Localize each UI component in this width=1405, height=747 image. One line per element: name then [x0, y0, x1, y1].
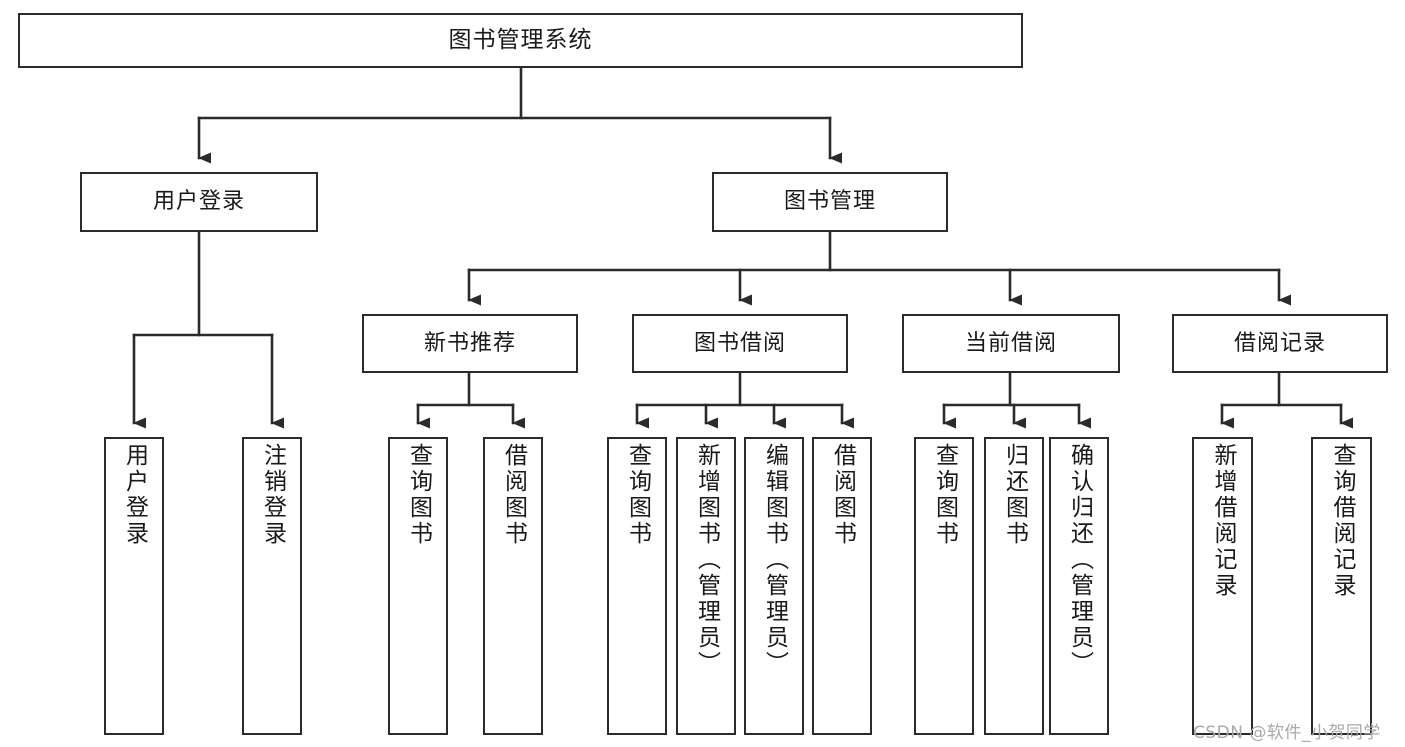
node-user-login[interactable]: 用户登录 [80, 172, 318, 232]
node-label: 用户登录 [121, 443, 148, 547]
node-label: 归还图书 [1001, 443, 1028, 547]
node-label: 借阅图书 [500, 443, 527, 547]
node-label: 新书推荐 [423, 330, 516, 356]
leaf-query-borrow-record[interactable]: 查询借阅记录 [1311, 437, 1372, 735]
node-label: 注销登录 [259, 443, 286, 547]
node-label: 用户登录 [152, 189, 245, 215]
node-label: 图书管理系统 [448, 26, 593, 53]
node-label: 新增借阅记录 [1210, 443, 1236, 599]
node-label: 图书借阅 [693, 330, 786, 356]
node-label: 查询图书 [931, 443, 958, 547]
leaf-query-book-current[interactable]: 查询图书 [914, 437, 974, 735]
leaf-confirm-return-admin[interactable]: 确认归还（管理员） [1049, 437, 1109, 735]
leaf-user-login[interactable]: 用户登录 [104, 437, 164, 735]
node-label: 借阅图书 [829, 443, 856, 547]
node-label: 确认归还（管理员） [1066, 443, 1093, 677]
leaf-query-book-borrow[interactable]: 查询图书 [607, 437, 667, 735]
leaf-add-book-admin[interactable]: 新增图书（管理员） [676, 437, 736, 735]
node-book-management[interactable]: 图书管理 [712, 172, 948, 232]
leaf-return-book[interactable]: 归还图书 [984, 437, 1044, 735]
leaf-borrow-book-recommend[interactable]: 借阅图书 [483, 437, 543, 735]
node-label: 编辑图书（管理员） [761, 443, 788, 677]
leaf-logout-login[interactable]: 注销登录 [242, 437, 302, 735]
leaf-add-borrow-record[interactable]: 新增借阅记录 [1192, 437, 1253, 735]
node-root-book-management-system[interactable]: 图书管理系统 [18, 13, 1023, 68]
node-new-book-recommendation[interactable]: 新书推荐 [362, 314, 578, 373]
node-current-borrow[interactable]: 当前借阅 [902, 314, 1120, 373]
node-book-borrow[interactable]: 图书借阅 [632, 314, 848, 373]
node-label: 新增图书（管理员） [693, 443, 720, 677]
node-label: 当前借阅 [964, 330, 1057, 356]
node-label: 查询图书 [624, 443, 651, 547]
node-label: 查询图书 [405, 443, 432, 547]
node-label: 图书管理 [783, 189, 876, 215]
node-label: 查询借阅记录 [1329, 443, 1355, 599]
node-borrow-record[interactable]: 借阅记录 [1172, 314, 1388, 373]
leaf-edit-book-admin[interactable]: 编辑图书（管理员） [744, 437, 804, 735]
leaf-borrow-book[interactable]: 借阅图书 [812, 437, 872, 735]
node-label: 借阅记录 [1233, 330, 1326, 356]
leaf-query-book-recommend[interactable]: 查询图书 [388, 437, 448, 735]
